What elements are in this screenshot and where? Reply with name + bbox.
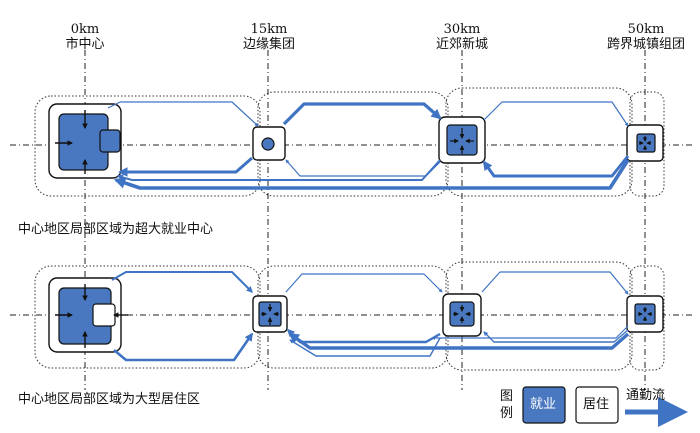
flow-crossborder-to-center bbox=[113, 159, 630, 190]
legend-flow-label: 通勤流 bbox=[626, 388, 666, 403]
zone-name-label: 跨界城镇组团 bbox=[606, 37, 685, 52]
zone-name-label: 市中心 bbox=[65, 37, 105, 52]
flow-edge-to-center bbox=[118, 156, 253, 177]
employment-block-edge bbox=[261, 137, 275, 151]
residence-block-center bbox=[92, 303, 116, 327]
inward-arrows-center bbox=[55, 284, 128, 348]
scenario-top bbox=[34, 87, 665, 197]
distance-axes bbox=[84, 50, 646, 390]
legend-residence-swatch bbox=[575, 386, 619, 424]
flow-newtown-to-crossborder bbox=[483, 101, 629, 127]
employment-block-newtown bbox=[446, 124, 478, 156]
flow-center-to-edge bbox=[111, 271, 253, 293]
inward-arrows-center bbox=[55, 110, 88, 174]
inward-arrows-edge bbox=[261, 304, 279, 325]
employment-block-newtown bbox=[449, 301, 475, 327]
distance-label: 30km bbox=[443, 22, 481, 37]
inward-arrows-crossborder bbox=[639, 136, 651, 150]
distance-label: 0km bbox=[70, 22, 100, 37]
inward-arrows-newtown bbox=[450, 128, 474, 154]
employment-block-crossborder bbox=[634, 303, 656, 325]
legend-title: 图例 bbox=[500, 389, 514, 421]
flow-newtown-to-edge bbox=[285, 159, 441, 177]
scenario-caption-top: 中心地区局部区域为超大就业中心 bbox=[18, 222, 214, 237]
scenario-bottom bbox=[34, 261, 665, 371]
flow-newtown-to-edge-2 bbox=[289, 337, 441, 357]
legend-residence-label: 居住 bbox=[583, 397, 610, 412]
zone-frame-center bbox=[34, 95, 261, 197]
inward-arrows-crossborder bbox=[638, 307, 652, 321]
flow-crossborder-to-newtown bbox=[482, 155, 630, 178]
zone-name-label: 近郊新城 bbox=[435, 37, 488, 52]
column-label-cross-border: 50km 跨界城镇组团 bbox=[598, 22, 694, 52]
flow-crossborder-to-newtown-2 bbox=[431, 325, 629, 340]
scenario-caption-bottom: 中心地区局部区域为大型居住区 bbox=[18, 392, 201, 407]
legend-graphics bbox=[522, 386, 688, 427]
commute-flows-top bbox=[107, 101, 630, 190]
flow-newtown-to-edge bbox=[286, 328, 441, 344]
inward-arrows-newtown bbox=[453, 305, 471, 323]
flow-crossborder-to-newtown bbox=[483, 329, 629, 343]
distance-label: 15km bbox=[250, 22, 288, 37]
employment-block-crossborder bbox=[636, 133, 656, 153]
column-label-center: 0km 市中心 bbox=[58, 22, 112, 52]
commute-flows-bottom bbox=[111, 271, 630, 362]
employment-block-edge bbox=[258, 301, 282, 327]
flow-center-to-edge-return bbox=[113, 332, 254, 362]
flow-newtown-to-center bbox=[116, 159, 441, 181]
flow-center-to-edge bbox=[107, 101, 259, 127]
employment-block-center-sub bbox=[99, 129, 121, 153]
flow-newtown-to-crossborder bbox=[481, 271, 629, 295]
flow-edge-to-newtown bbox=[282, 102, 442, 126]
zone-name-label: 边缘集团 bbox=[242, 37, 295, 52]
flow-edge-to-newtown bbox=[285, 273, 443, 293]
distance-label: 50km bbox=[627, 22, 665, 37]
zone-frame-newtown bbox=[445, 261, 633, 371]
column-label-new-town: 30km 近郊新城 bbox=[425, 22, 499, 52]
legend-employment-swatch bbox=[522, 386, 566, 424]
zone-frame-newtown bbox=[445, 87, 633, 197]
corridor-axes bbox=[10, 144, 695, 316]
legend-employment-label: 就业 bbox=[530, 397, 557, 412]
column-label-edge-group: 15km 边缘集团 bbox=[232, 22, 306, 52]
